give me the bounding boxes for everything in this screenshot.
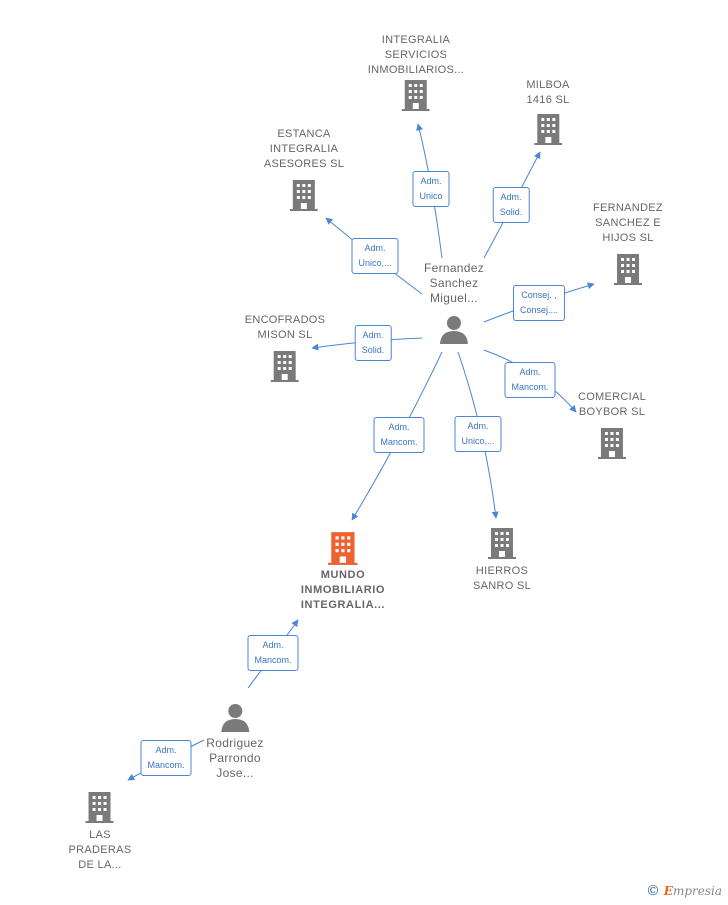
building-icon xyxy=(401,80,430,111)
company-label: INTEGRALIA SERVICIOS INMOBILIARIOS... xyxy=(367,34,465,76)
company-label: COMERCIAL BOYBOR SL xyxy=(577,391,647,418)
company-label: MILBOA 1416 SL xyxy=(526,79,570,106)
brand-logo: © Empresia xyxy=(646,883,722,899)
company-node-mundo[interactable]: MUNDO INMOBILIARIO INTEGRALIA... xyxy=(301,530,385,613)
edge-label-milboa[interactable]: Adm. Solid. xyxy=(492,187,530,223)
company-node-las-praderas[interactable]: LAS PRADERAS DE LA... xyxy=(69,790,132,873)
company-label: HIERROS SANRO SL xyxy=(472,565,532,592)
company-node-fernandez-hijos[interactable]: FERNANDEZ SANCHEZ E HIJOS SL xyxy=(593,201,663,286)
edge-label-rodriguez-praderas[interactable]: Adm. Mancom. xyxy=(140,740,192,776)
person-label: Fernandez Sanchez Miguel... xyxy=(423,261,485,305)
company-node-integralia-servicios[interactable]: INTEGRALIA SERVICIOS INMOBILIARIOS... xyxy=(368,33,464,112)
company-label: ESTANCA INTEGRALIA ASESORES SL xyxy=(263,128,345,170)
company-label: MUNDO INMOBILIARIO INTEGRALIA... xyxy=(300,569,386,611)
edge-label-rodriguez-mundo[interactable]: Adm. Mancom. xyxy=(247,635,299,671)
company-node-milboa[interactable]: MILBOA 1416 SL xyxy=(526,78,569,146)
building-icon xyxy=(328,532,358,565)
building-icon xyxy=(488,528,516,559)
edge-label-estanca[interactable]: Adm. Unico,... xyxy=(351,238,399,274)
company-node-hierros[interactable]: HIERROS SANRO SL xyxy=(473,526,531,594)
edge-label-fernandez-hijos[interactable]: Consej. , Consej.... xyxy=(512,285,566,321)
edge-label-mundo[interactable]: Adm. Mancom. xyxy=(373,417,425,453)
building-icon xyxy=(534,114,562,145)
company-label: LAS PRADERAS DE LA... xyxy=(68,829,132,871)
person-node-fernandez[interactable]: Fernandez Sanchez Miguel... xyxy=(424,261,484,344)
company-label: FERNANDEZ SANCHEZ E HIJOS SL xyxy=(593,202,663,244)
person-label: Rodriguez Parrondo Jose... xyxy=(206,736,264,780)
company-node-comercial[interactable]: COMERCIAL BOYBOR SL xyxy=(578,390,646,460)
person-icon xyxy=(221,704,249,732)
copyright-icon: © xyxy=(645,883,660,899)
company-node-estanca[interactable]: ESTANCA INTEGRALIA ASESORES SL xyxy=(264,127,344,212)
brand-initial: E xyxy=(663,884,673,898)
person-node-rodriguez[interactable]: Rodriguez Parrondo Jose... xyxy=(206,702,263,781)
company-label: ENCOFRADOS MISON SL xyxy=(244,314,326,341)
building-icon xyxy=(290,180,318,211)
building-icon xyxy=(614,254,642,285)
building-icon xyxy=(85,792,114,823)
edge-label-integralia[interactable]: Adm. Unico xyxy=(412,171,450,207)
person-icon xyxy=(439,316,468,344)
building-icon xyxy=(597,428,626,459)
brand-name: mpresia xyxy=(672,884,722,898)
company-node-encofrados[interactable]: ENCOFRADOS MISON SL xyxy=(245,313,326,383)
edge-label-encofrados[interactable]: Adm. Solid. xyxy=(354,325,392,361)
edge-label-comercial[interactable]: Adm. Mancom. xyxy=(504,362,556,398)
edge-label-hierros[interactable]: Adm. Unico,... xyxy=(454,416,502,452)
building-icon xyxy=(271,351,299,382)
